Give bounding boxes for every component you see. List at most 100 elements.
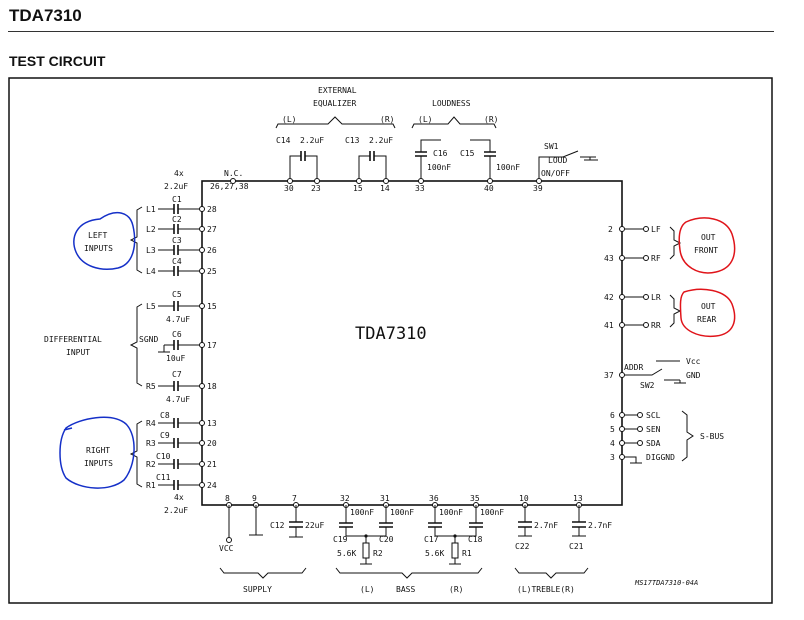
l3-label: L3	[146, 246, 156, 255]
out-rear-label-2: REAR	[697, 315, 716, 324]
left-inputs-label-2: INPUTS	[84, 244, 113, 253]
c1-label: C1	[172, 195, 182, 204]
c13-wires	[358, 155, 387, 181]
c16-value: 100nF	[427, 163, 451, 172]
left-value-bot: 2.2uF	[164, 506, 188, 515]
r2-resistor-icon	[362, 542, 370, 559]
right-input-capacitor-icons	[173, 418, 179, 490]
pin-27-label: 27	[207, 225, 217, 234]
left-input-capacitor-icons	[173, 204, 179, 276]
l4-label: L4	[146, 267, 156, 276]
out-rear-label-1: OUT	[701, 302, 716, 311]
pin-24-label: 24	[207, 481, 217, 490]
right-input-wires	[158, 422, 202, 486]
pin-21	[199, 461, 205, 467]
pin-18	[199, 383, 205, 389]
diff-input-brace	[129, 303, 143, 387]
r4-label: R4	[146, 419, 156, 428]
c18-value: 100nF	[480, 508, 504, 517]
lf-terminal	[643, 226, 649, 232]
c21-value: 2.7nF	[588, 521, 612, 530]
r2-label: R2	[373, 549, 383, 558]
pin-23	[314, 178, 320, 184]
c10-label: C10	[156, 452, 171, 461]
pin-18-label: 18	[207, 382, 217, 391]
r3-label: R3	[146, 439, 156, 448]
pin-8-label: 8	[225, 494, 230, 503]
pin-26-label: 26	[207, 246, 217, 255]
pin-10-label: 10	[519, 494, 529, 503]
c12-wires	[289, 505, 303, 538]
c16-capacitor-icon	[415, 151, 427, 157]
c12-label: C12	[270, 521, 285, 530]
pin-2	[619, 226, 625, 232]
left-input-wires	[158, 208, 202, 272]
left-pins	[199, 206, 205, 488]
c9-label: C9	[160, 431, 170, 440]
rr-label: RR	[651, 321, 661, 330]
bass-r-label: (R)	[449, 585, 463, 594]
sw1-label: SW1	[544, 142, 559, 151]
supply-label: SUPPLY	[243, 585, 272, 594]
sw2-label: SW2	[640, 381, 655, 390]
c14-wires	[289, 155, 318, 181]
r1-label: R1	[462, 549, 472, 558]
sen-label: SEN	[646, 425, 661, 434]
c14-value: 2.2uF	[300, 136, 324, 145]
diggnd-label: DIGGND	[646, 453, 675, 462]
treble-capacitor-icons	[518, 521, 586, 528]
out-front-label-1: OUT	[701, 233, 716, 242]
c14-capacitor-icon	[300, 151, 306, 161]
pin-43-label: 43	[604, 254, 614, 263]
pin-6-label: 6	[610, 411, 615, 420]
sen-terminal	[637, 426, 643, 432]
pin-13-left	[199, 420, 205, 426]
gnd-9-wire	[249, 505, 263, 536]
pin-43	[619, 255, 625, 261]
title-rule	[8, 31, 774, 32]
pin-25	[199, 268, 205, 274]
c8-label: C8	[160, 411, 170, 420]
right-inputs-label-1: RIGHT	[86, 446, 110, 455]
pin-24	[199, 482, 205, 488]
onoff-label: ON/OFF	[541, 169, 570, 178]
left-4x-top: 4x	[174, 169, 184, 178]
pin-26	[199, 247, 205, 253]
pin-15-left-label: 15	[207, 302, 217, 311]
sgnd-label: SGND	[139, 335, 158, 344]
c15-wires	[470, 139, 491, 181]
pin-27	[199, 226, 205, 232]
sbus-wires	[622, 414, 642, 464]
c22-value: 2.7nF	[534, 521, 558, 530]
r5-label: R5	[146, 382, 156, 391]
c20-label: C20	[379, 535, 394, 544]
pin-40	[487, 178, 493, 184]
sbus-brace	[681, 410, 694, 462]
pin-25-label: 25	[207, 267, 217, 276]
left-inputs-annotation-circle	[73, 211, 136, 270]
r1-left-label: R1	[146, 481, 156, 490]
c19-value: 100nF	[350, 508, 374, 517]
bass-l-wires	[345, 505, 387, 565]
c16-wires	[420, 139, 441, 181]
c17-label: C17	[424, 535, 439, 544]
lf-label: LF	[651, 225, 661, 234]
c12-capacitor-icon	[289, 521, 303, 528]
chip-label: TDA7310	[355, 324, 427, 344]
c15-capacitor-icon	[484, 151, 496, 157]
supply-brace	[219, 567, 307, 579]
bass-label: BASS	[396, 585, 415, 594]
addr-label: ADDR	[624, 363, 643, 372]
out-front-brace	[669, 226, 682, 260]
pin-41-label: 41	[604, 321, 614, 330]
vcc-right-label: Vcc	[686, 357, 701, 366]
c17-value: 100nF	[439, 508, 463, 517]
bass-brace	[335, 567, 483, 579]
c2-label: C2	[172, 215, 182, 224]
pin-32-label: 32	[340, 494, 350, 503]
sbus-label: S-BUS	[700, 432, 724, 441]
pin-30	[287, 178, 293, 184]
r1-value: 5.6K	[425, 549, 444, 558]
rf-label: RF	[651, 254, 661, 263]
